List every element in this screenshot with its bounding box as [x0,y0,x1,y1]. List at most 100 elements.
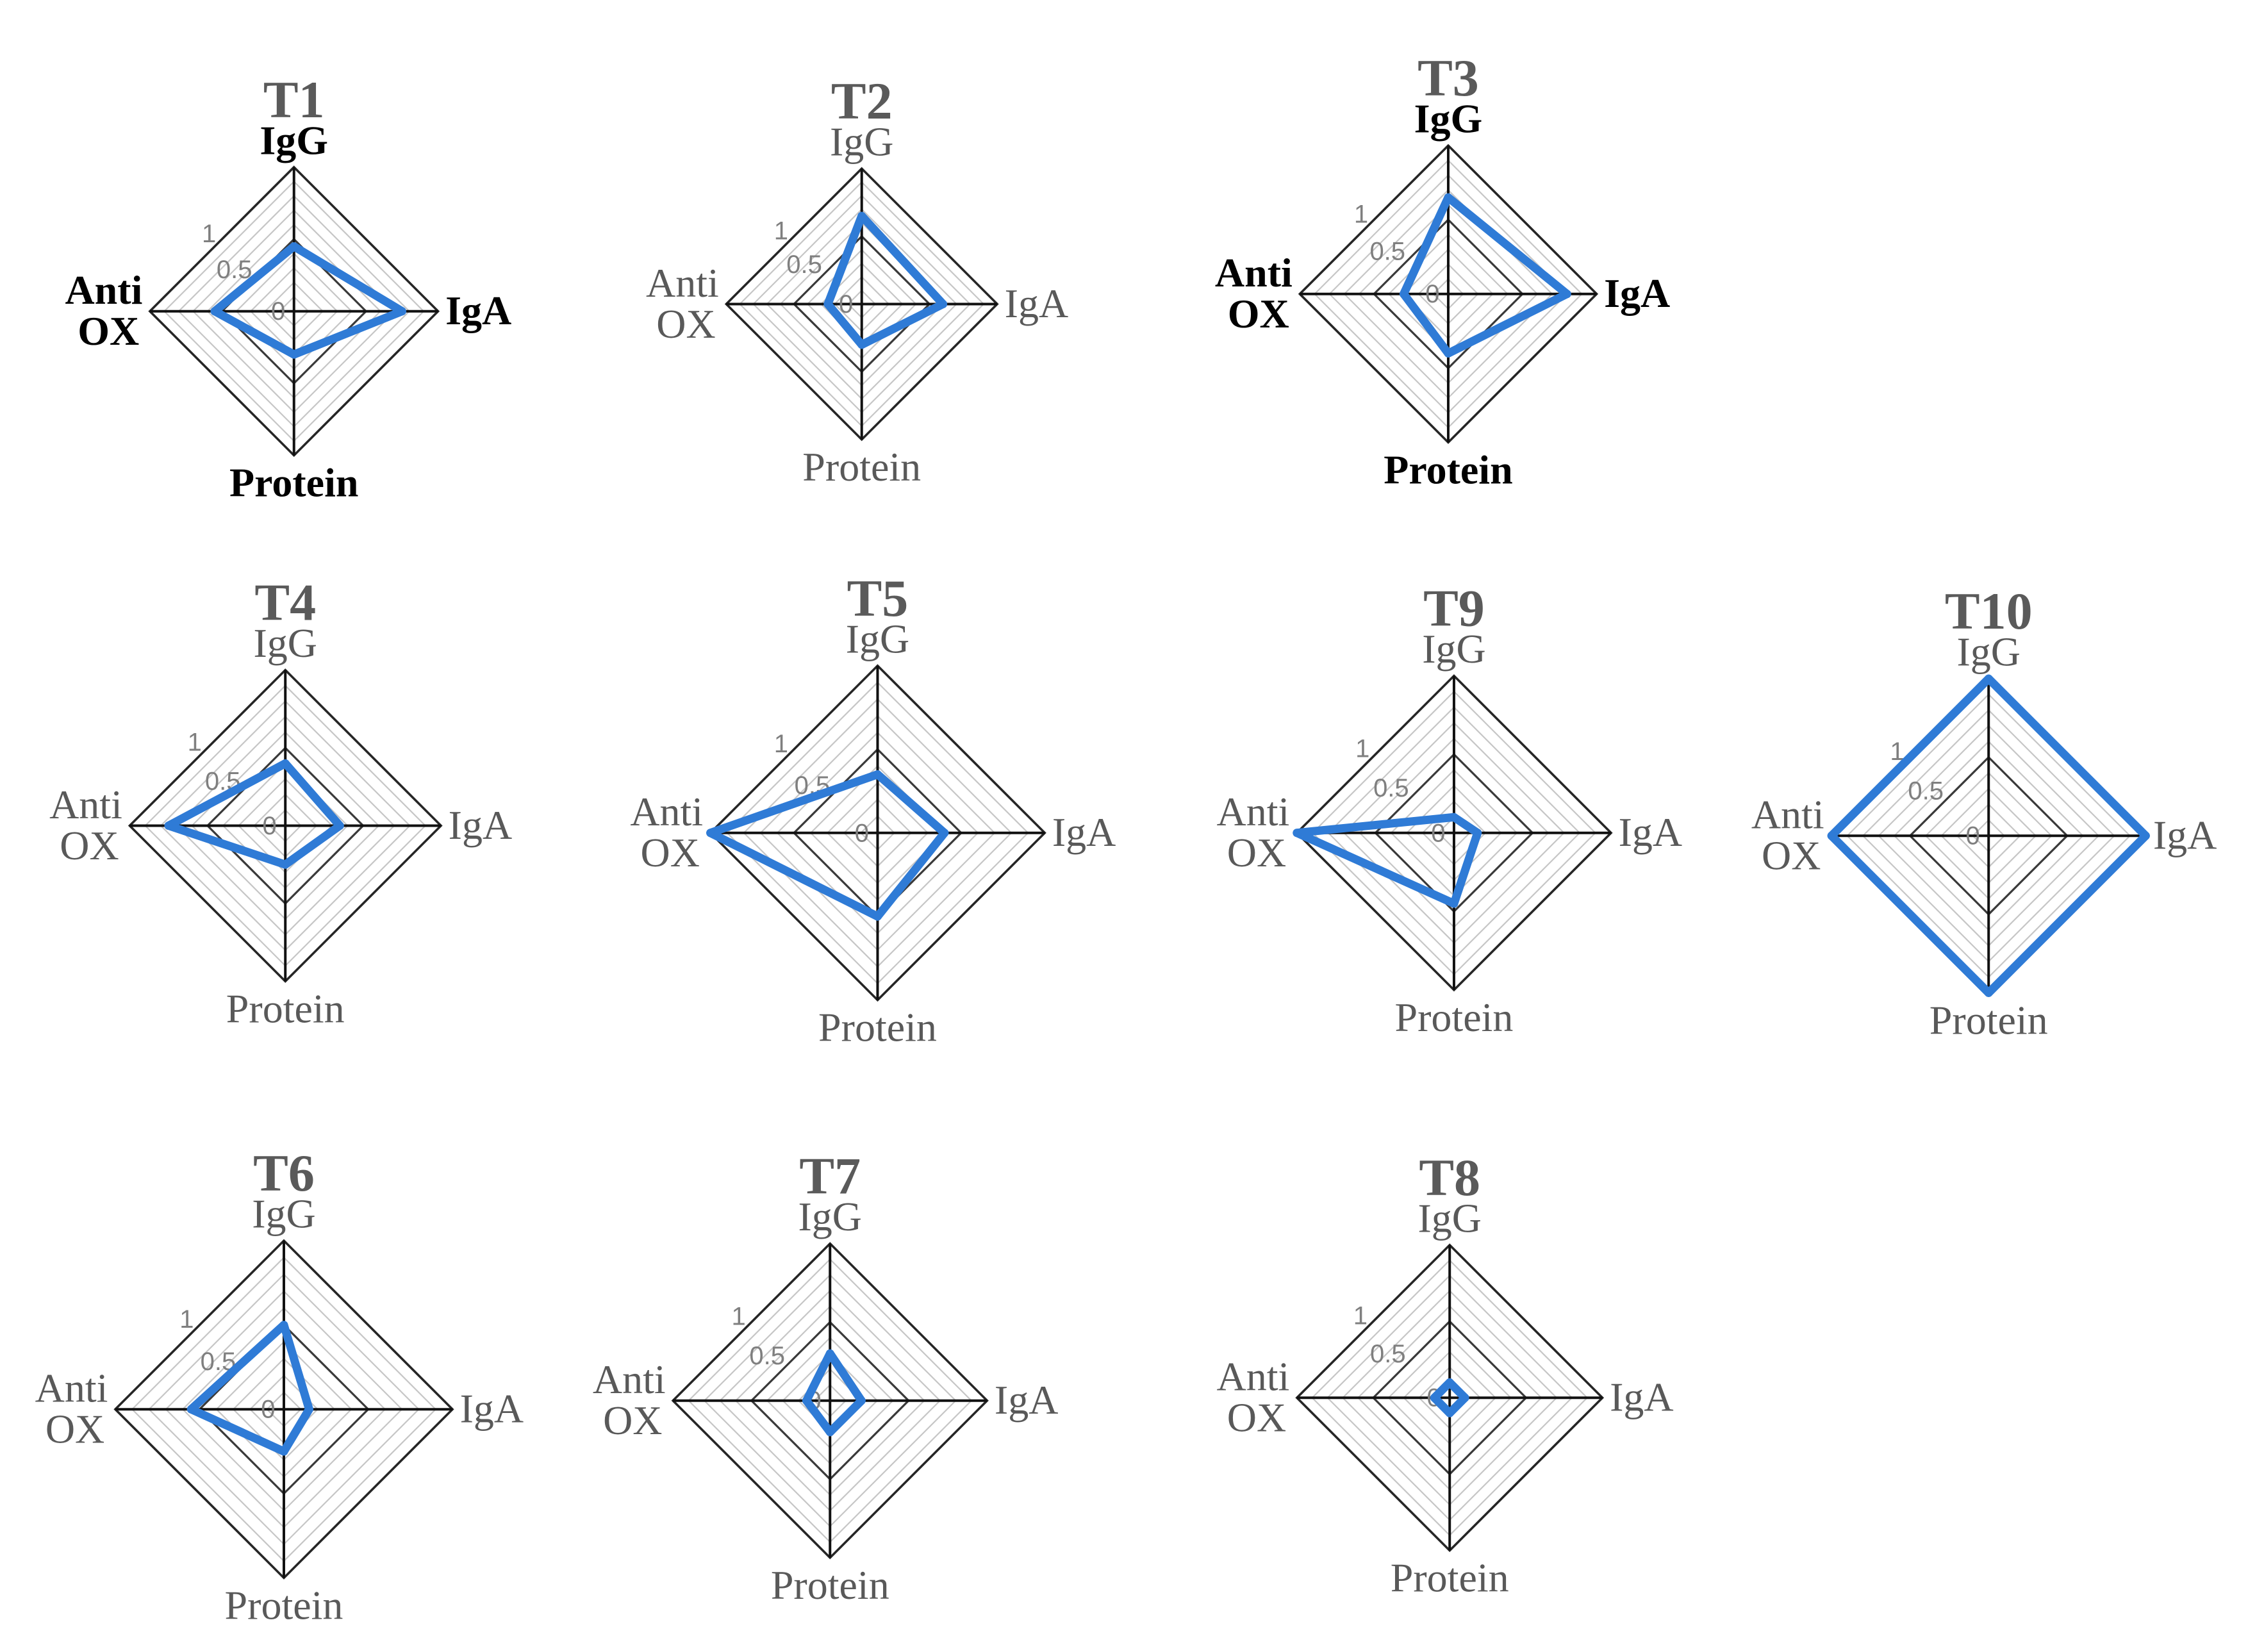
panel-title-t2: T2 [831,72,893,130]
axis-label-t6-protein: Protein [225,1582,343,1628]
data-point-t7-igg [825,1349,834,1358]
axis-label-t8-protein: Protein [1391,1555,1509,1601]
data-point-t8-anti-ox [1430,1393,1439,1402]
data-point-t5-protein [873,912,882,921]
axis-label-t5-igg: IgG [846,616,910,661]
axis-label-t7-iga: IgA [995,1377,1059,1423]
axis-label-t9-protein: Protein [1395,995,1514,1040]
tick-label-t2-0: 1 [774,217,788,245]
data-point-t4-igg [281,759,290,768]
tick-label-t1-0: 1 [202,220,216,248]
data-point-t2-protein [857,340,866,349]
tick-label-t2-1: 0.5 [786,251,822,279]
data-point-t6-anti-ox [186,1405,195,1414]
data-point-t7-anti-ox [802,1396,811,1405]
axis-label-t8-igg: IgG [1417,1195,1482,1241]
axis-label-t5-protein: Protein [818,1005,937,1050]
panel-title-t6: T6 [253,1144,315,1202]
tick-label-t2-2: 0 [839,290,853,318]
tick-label-t5-0: 1 [774,730,788,758]
data-point-t3-protein [1444,349,1453,358]
tick-label-t1-1: 0.5 [217,256,252,284]
tick-label-t9-2: 0 [1431,819,1445,847]
tick-label-t8-0: 1 [1353,1302,1368,1330]
tick-label-t8-1: 0.5 [1370,1340,1406,1368]
data-point-t9-protein [1450,899,1459,908]
data-point-t10-protein [1984,988,1993,997]
data-point-t5-iga [940,829,949,838]
data-point-t1-anti-ox [210,307,219,316]
data-point-t4-iga [335,822,344,830]
axis-label-t1-protein: Protein [229,460,358,506]
axis-label-t3-protein: Protein [1384,447,1512,492]
series-line-t4 [164,759,344,869]
axis-label-t4-iga: IgA [449,802,513,848]
data-point-t4-protein [281,860,290,869]
tick-label-t4-2: 0 [263,812,277,840]
axis-label-t4-protein: Protein [226,986,345,1031]
data-point-t9-igg [1450,813,1459,822]
axis-label-t7-protein: Protein [771,1562,889,1608]
data-point-t3-igg [1444,193,1453,202]
series-line-t6 [186,1321,313,1456]
data-point-t6-iga [304,1405,313,1414]
tick-label-t10-2: 0 [1965,822,1979,850]
data-point-t8-iga [1460,1393,1469,1402]
data-point-t2-iga [939,299,948,308]
axis-label-t4-igg: IgG [253,620,317,666]
data-point-t7-protein [825,1428,834,1437]
data-point-t2-igg [857,211,866,220]
data-point-t1-iga [397,307,406,316]
tick-label-t1-2: 0 [271,297,285,326]
axis-label-t6-iga: IgA [460,1386,524,1432]
data-point-t5-igg [873,770,882,779]
axis-label-t2-iga: IgA [1005,281,1069,326]
radar-panel-t8: 10.50IgGIgAProteinAntiOXT8 [1217,1148,1674,1601]
panel-title-t3: T3 [1417,49,1479,107]
data-point-t3-anti-ox [1399,290,1408,299]
axis-label-t9-igg: IgG [1422,626,1486,672]
tick-label-t7-1: 0.5 [749,1342,785,1370]
data-point-t3-iga [1562,290,1571,299]
data-point-t10-anti-ox [1827,831,1836,840]
data-point-t8-igg [1445,1378,1454,1387]
tick-label-t6-2: 0 [261,1396,275,1424]
data-point-t6-protein [279,1447,288,1456]
axis-label-t9-iga: IgA [1619,809,1683,855]
panel-title-t10: T10 [1945,582,2033,640]
tick-label-t5-2: 0 [855,819,869,847]
data-point-t10-igg [1984,674,1993,683]
data-point-t1-igg [290,242,299,251]
tick-label-t7-0: 1 [731,1303,745,1331]
axis-label-t6-igg: IgG [252,1191,316,1237]
axis-label-t1-igg: IgG [260,117,328,163]
axis-label-t10-igg: IgG [1956,629,2021,675]
tick-label-t3-0: 1 [1354,200,1368,228]
data-point-t10-iga [2141,831,2150,840]
tick-label-t10-1: 0.5 [1908,777,1944,805]
axis-label-t5-iga: IgA [1052,809,1116,855]
axis-label-t3-iga: IgA [1604,270,1670,316]
axis-label-t2-protein: Protein [802,444,921,490]
panel-title-t4: T4 [254,574,316,632]
axis-label-t3-igg: IgG [1414,96,1483,142]
data-point-t4-anti-ox [164,822,173,830]
axis-label-t8-iga: IgA [1610,1375,1674,1420]
axis-label-t10-iga: IgA [2153,813,2217,858]
